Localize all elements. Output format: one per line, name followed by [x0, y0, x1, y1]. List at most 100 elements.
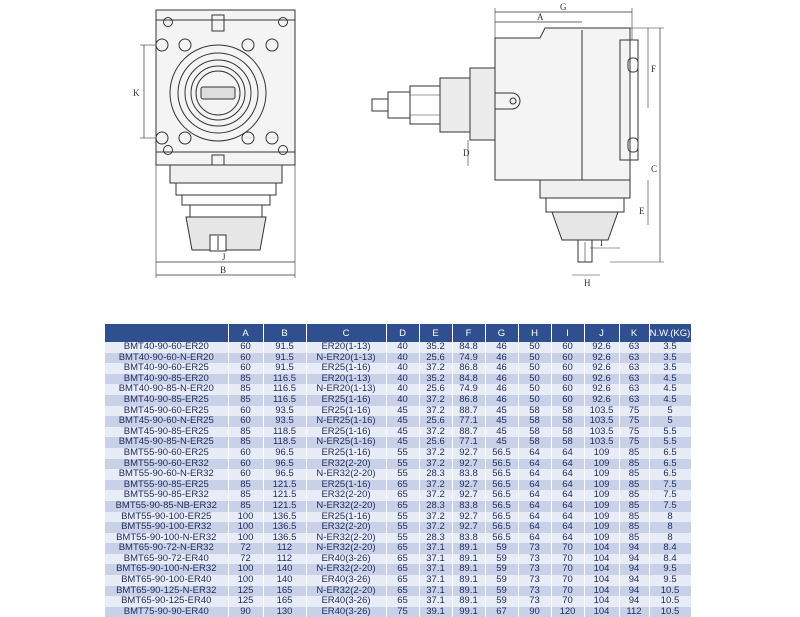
- cell-model: BMT40-90-60-ER20: [105, 342, 229, 353]
- cell-h: 50: [518, 373, 552, 385]
- cell-g: 46: [485, 352, 519, 364]
- cell-model: BMT40-90-85-ER20: [105, 373, 229, 385]
- cell-k: 85: [619, 500, 650, 512]
- cell-c: N-ER32(2-20): [306, 532, 387, 544]
- cell-g: 59: [485, 564, 519, 576]
- cell-c: ER32(2-20): [306, 522, 387, 533]
- cell-model: BMT55-90-100-N-ER32: [105, 532, 229, 544]
- cell-b: 112: [263, 543, 307, 554]
- cell-weight: 5: [649, 416, 692, 427]
- cell-d: 45: [386, 437, 420, 448]
- cell-d: 40: [386, 384, 420, 395]
- cell-b: 116.5: [263, 384, 307, 395]
- cell-model: BMT65-90-72-ER40: [105, 553, 229, 565]
- cell-i: 58: [551, 437, 585, 448]
- cell-i: 70: [551, 585, 585, 597]
- cell-weight: 6.5: [649, 469, 692, 480]
- cell-f: 89.1: [452, 596, 486, 607]
- cell-h: 50: [518, 363, 552, 374]
- cell-a: 60: [228, 447, 264, 459]
- cell-weight: 8: [649, 522, 692, 533]
- cell-h: 64: [518, 447, 552, 459]
- cell-f: 83.8: [452, 500, 486, 512]
- cell-f: 86.8: [452, 394, 486, 406]
- col-header-h: H: [518, 324, 552, 342]
- cell-model: BMT65-90-125-N-ER32: [105, 585, 229, 597]
- cell-e: 37.1: [419, 564, 453, 576]
- cell-a: 60: [228, 405, 264, 417]
- cell-weight: 10.5: [649, 596, 692, 607]
- cell-i: 60: [551, 394, 585, 406]
- cell-b: 136.5: [263, 522, 307, 533]
- cell-j: 92.6: [584, 363, 620, 374]
- cell-f: 89.1: [452, 564, 486, 576]
- cell-model: BMT75-90-90-ER40: [105, 606, 229, 617]
- cell-g: 46: [485, 373, 519, 385]
- cell-i: 60: [551, 342, 585, 353]
- cell-c: N-ER20(1-13): [306, 384, 387, 395]
- cell-e: 37.2: [419, 458, 453, 470]
- cell-e: 37.2: [419, 479, 453, 491]
- cell-j: 109: [584, 522, 620, 533]
- cell-g: 59: [485, 596, 519, 607]
- cell-k: 63: [619, 373, 650, 385]
- cell-weight: 6.5: [649, 447, 692, 459]
- dim-label-a: A: [537, 12, 544, 22]
- cell-model: BMT40-90-60-ER25: [105, 363, 229, 374]
- col-header-c: C: [306, 324, 387, 342]
- cell-i: 60: [551, 373, 585, 385]
- cell-k: 85: [619, 469, 650, 480]
- cell-k: 112: [619, 606, 650, 617]
- cell-model: BMT55-90-60-ER25: [105, 447, 229, 459]
- cell-k: 94: [619, 596, 650, 607]
- cell-a: 85: [228, 437, 264, 448]
- cell-e: 39.1: [419, 606, 453, 617]
- cell-i: 64: [551, 522, 585, 533]
- cell-h: 64: [518, 511, 552, 523]
- cell-a: 85: [228, 373, 264, 385]
- cell-b: 121.5: [263, 490, 307, 501]
- cell-k: 63: [619, 352, 650, 364]
- cell-j: 109: [584, 479, 620, 491]
- cell-a: 72: [228, 543, 264, 554]
- cell-i: 64: [551, 479, 585, 491]
- cell-e: 28.3: [419, 532, 453, 544]
- cell-a: 125: [228, 596, 264, 607]
- cell-j: 109: [584, 469, 620, 480]
- cell-a: 60: [228, 342, 264, 353]
- cell-j: 104: [584, 543, 620, 554]
- cell-d: 45: [386, 426, 420, 438]
- cell-h: 64: [518, 522, 552, 533]
- cell-b: 165: [263, 596, 307, 607]
- cell-c: N-ER32(2-20): [306, 469, 387, 480]
- cell-b: 93.5: [263, 405, 307, 417]
- cell-g: 56.5: [485, 532, 519, 544]
- cell-c: ER20(1-13): [306, 373, 387, 385]
- cell-j: 109: [584, 511, 620, 523]
- dim-label-e: E: [639, 206, 645, 216]
- cell-i: 64: [551, 447, 585, 459]
- cell-f: 84.8: [452, 373, 486, 385]
- cell-g: 46: [485, 384, 519, 395]
- cell-a: 85: [228, 426, 264, 438]
- cell-model: BMT65-90-100-ER40: [105, 575, 229, 586]
- cell-e: 37.1: [419, 543, 453, 554]
- cell-c: ER40(3-26): [306, 596, 387, 607]
- cell-i: 60: [551, 352, 585, 364]
- cell-e: 37.2: [419, 363, 453, 374]
- cell-e: 25.6: [419, 352, 453, 364]
- cell-d: 65: [386, 543, 420, 554]
- cell-i: 70: [551, 596, 585, 607]
- side-view: [371, 8, 664, 276]
- cell-f: 77.1: [452, 416, 486, 427]
- cell-a: 60: [228, 416, 264, 427]
- cell-weight: 7.5: [649, 490, 692, 501]
- cell-f: 99.1: [452, 606, 486, 617]
- cell-b: 91.5: [263, 352, 307, 364]
- cell-model: BMT65-90-72-N-ER32: [105, 543, 229, 554]
